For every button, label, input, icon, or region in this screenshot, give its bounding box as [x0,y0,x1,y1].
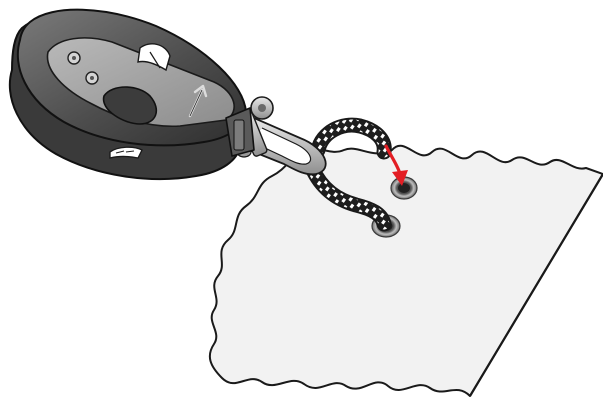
fabric-sheet-icon [208,144,603,397]
up-arrow-icon [188,84,208,118]
red-arrow-icon [384,144,408,186]
bungee-cord-icon [304,117,392,232]
block-device-icon [8,8,255,181]
